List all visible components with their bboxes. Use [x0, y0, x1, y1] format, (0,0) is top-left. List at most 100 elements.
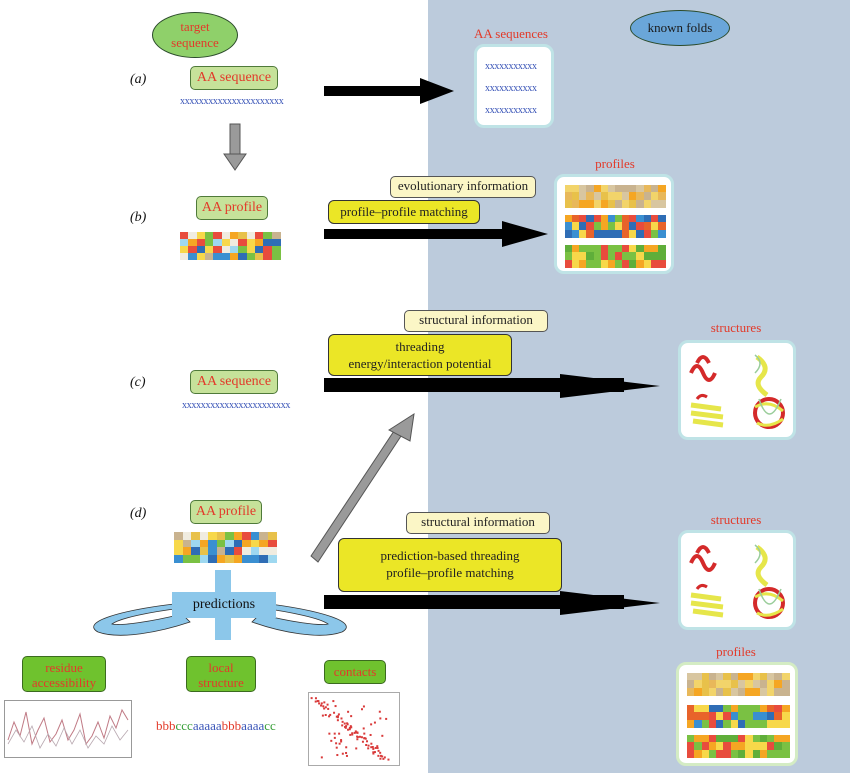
profile-cell: [759, 680, 768, 689]
profile-cell: [767, 680, 776, 689]
profile-cell: [242, 532, 251, 540]
profile-cell: [593, 259, 602, 268]
aa-profile-box-d: AA profile: [190, 500, 262, 524]
profile-cell: [629, 222, 638, 231]
contact-dot: [323, 707, 326, 710]
structures-title-d: structures: [710, 512, 762, 527]
protein-structures-c: [689, 354, 785, 429]
contact-dot: [335, 715, 338, 718]
contact-dot: [356, 736, 359, 739]
profile-cell: [225, 532, 234, 540]
profile-cell: [188, 232, 198, 239]
profile-cell: [199, 554, 209, 563]
profile-cell: [600, 192, 609, 201]
profile-cell: [615, 259, 623, 268]
profile-cell: [629, 229, 638, 238]
profile-cell: [622, 192, 631, 201]
profile-cell: [752, 673, 761, 681]
profile-cell: [191, 539, 200, 548]
profile-cell: [745, 749, 754, 758]
contact-dot: [365, 743, 368, 746]
contact-dot: [382, 757, 385, 760]
ss-segment: ccc: [175, 718, 193, 733]
profile-cell: [759, 687, 768, 696]
contact-dot: [372, 752, 375, 755]
profile-cell: [781, 712, 790, 721]
contact-dot: [330, 739, 333, 742]
contact-dot: [317, 700, 320, 703]
profile-cell: [208, 554, 217, 563]
profile-cell: [233, 554, 243, 563]
profile-cell: [745, 687, 754, 696]
profile-cell: [701, 719, 710, 728]
profile-cell: [752, 735, 761, 743]
profile-cell: [221, 232, 231, 239]
profile-cell: [687, 673, 695, 681]
profile-cell: [759, 742, 768, 751]
profile-cell: [572, 245, 581, 253]
profile-cell: [687, 742, 695, 751]
loop-structure: [754, 354, 761, 374]
profile-cell: [188, 246, 198, 253]
profile-cell: [716, 712, 725, 721]
profile-cell: [738, 673, 746, 681]
profile-cell: [593, 185, 602, 193]
ss-segment: bbb: [221, 718, 242, 733]
contact-dot: [341, 752, 344, 755]
profile-cell: [687, 719, 695, 728]
arrow-c: [324, 374, 660, 398]
prediction-line-2: profile–profile matching: [386, 565, 514, 580]
sequence-string-a: xxxxxxxxxxxxxxxxxxxxxx: [180, 96, 284, 107]
contact-dot: [369, 733, 372, 736]
profile-cell: [607, 229, 616, 238]
profile-cell: [650, 252, 659, 261]
contact-dot: [345, 725, 348, 728]
profile-cell: [579, 259, 588, 268]
prediction-line-1: prediction-based threading: [380, 548, 520, 563]
profile-cell: [650, 229, 659, 238]
profile-cell: [650, 199, 659, 208]
profile-cell: [263, 253, 273, 260]
profile-cell: [767, 749, 776, 758]
profile-cell: [216, 532, 226, 540]
contact-map: [308, 692, 400, 766]
profile-cell: [199, 547, 209, 555]
profile-cell: [271, 232, 281, 239]
contact-dot: [346, 722, 349, 725]
profile-cell: [687, 680, 695, 689]
profile-cell: [738, 687, 746, 696]
profile-cell: [615, 229, 623, 238]
structures-title-c: structures: [710, 320, 762, 335]
profile-cell: [216, 554, 226, 563]
profile-cell: [701, 687, 710, 696]
profile-cell: [607, 185, 616, 193]
profile-cell: [221, 253, 231, 260]
profile-cell: [774, 673, 783, 681]
profile-cell: [730, 680, 739, 689]
profile-cell: [730, 687, 739, 696]
profile-cell: [586, 222, 595, 231]
profile-cell: [579, 222, 588, 231]
profile-cell: [774, 680, 783, 689]
profile-cell: [230, 239, 239, 246]
profile-cell: [708, 705, 717, 713]
profile-cell: [643, 252, 652, 261]
profile-cell: [687, 735, 695, 743]
profile-cell: [607, 192, 616, 201]
contact-dot: [338, 742, 341, 745]
contact-dot: [324, 713, 327, 716]
contact-dot: [385, 717, 388, 720]
profile-cell: [643, 229, 652, 238]
profile-cell: [586, 192, 595, 201]
down-arrow: [223, 123, 247, 171]
profile-strip-d2: [687, 705, 790, 728]
profile-cell: [745, 712, 754, 721]
contact-dot: [361, 740, 364, 743]
profile-cell: [643, 192, 652, 201]
contact-dot: [321, 714, 324, 717]
profile-cell: [738, 742, 746, 751]
profile-cell: [694, 735, 703, 743]
profile-cell: [182, 532, 192, 540]
contact-dot: [340, 717, 343, 720]
profile-cell: [730, 673, 739, 681]
